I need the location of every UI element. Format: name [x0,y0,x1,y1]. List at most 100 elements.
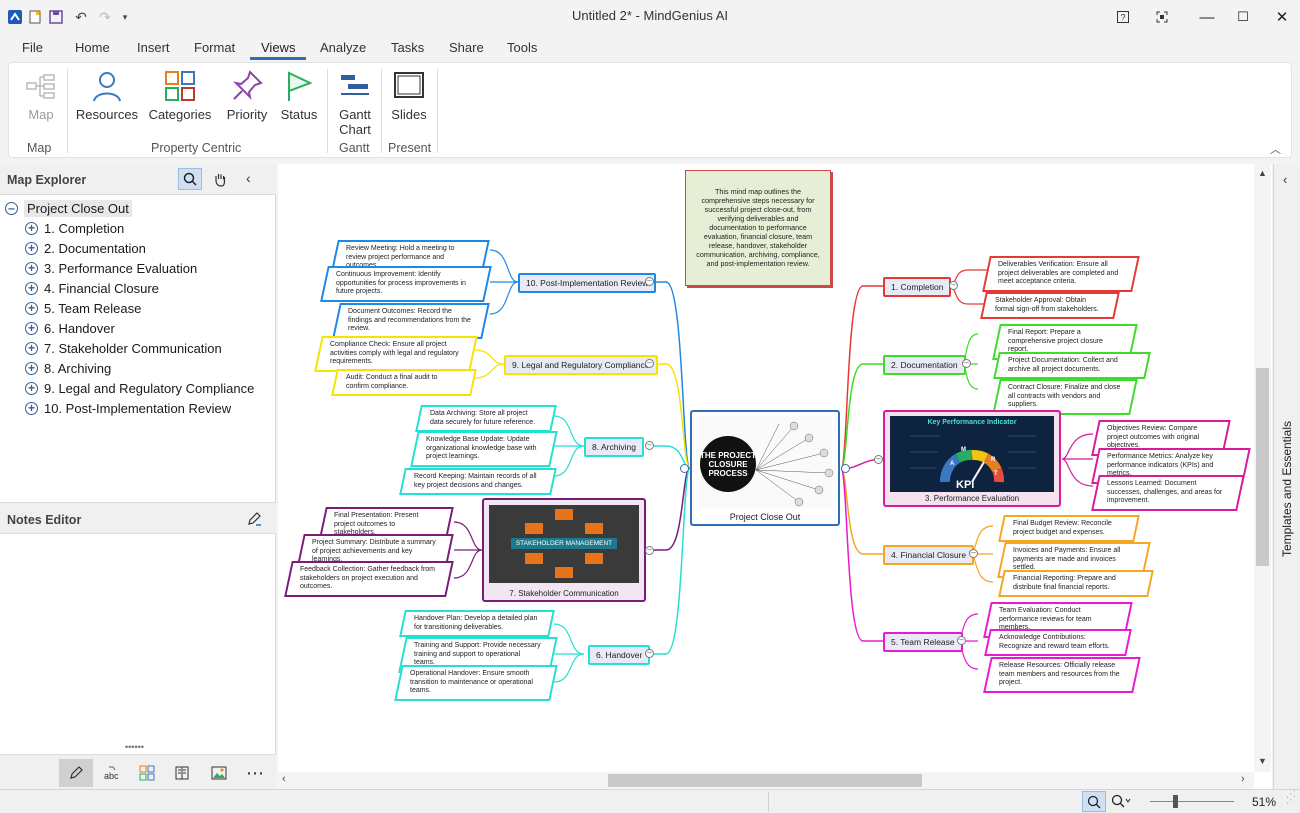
resources-button[interactable]: Resources [75,69,139,139]
expand-plus-icon[interactable]: + [25,221,38,235]
archiving-item[interactable]: Knowledge Base Update: Update organizati… [410,431,558,467]
horizontal-scrollbar[interactable]: ‹ › [278,772,1254,789]
tree-item-team-release[interactable]: +5. Team Release [0,298,276,318]
archiving-item[interactable]: Data Archiving: Store all project data s… [415,405,557,432]
image-icon[interactable] [202,759,236,787]
tree-item-post-implementation-review[interactable]: +10. Post-Implementation Review [0,398,276,418]
tree-root[interactable]: – Project Close Out [0,198,276,218]
tree-item-documentation[interactable]: +2. Documentation [0,238,276,258]
priority-button[interactable]: Priority [223,69,271,139]
map-note[interactable]: This mind map outlines the comprehensive… [685,170,831,286]
branch-financial-closure[interactable]: 4. Financial Closure [883,545,975,565]
spellcheck-icon[interactable]: abc [95,759,129,787]
expand-plus-icon[interactable]: + [25,241,38,255]
tab-insert[interactable]: Insert [137,40,170,55]
grid-view-icon[interactable] [130,759,164,787]
more-options-icon[interactable]: ⋯ [246,762,264,783]
collapse-minus-icon[interactable]: – [645,546,654,555]
vertical-scroll-thumb[interactable] [1256,368,1269,566]
scroll-up-icon[interactable]: ▲ [1258,168,1267,178]
expand-plus-icon[interactable]: + [25,321,38,335]
horizontal-scroll-thumb[interactable] [608,774,922,787]
tree-item-performance-evaluation[interactable]: +3. Performance Evaluation [0,258,276,278]
expand-plus-icon[interactable]: + [25,361,38,375]
collapse-panel-icon[interactable]: ‹ [246,170,251,186]
branch-team-release[interactable]: 5. Team Release [883,632,963,652]
collapse-minus-icon[interactable]: – [957,636,966,645]
branch-legal-compliance[interactable]: 9. Legal and Regulatory Compliance [504,355,658,375]
tab-tasks[interactable]: Tasks [391,40,425,55]
collapse-minus-icon[interactable]: – [874,455,883,464]
tree-item-archiving[interactable]: +8. Archiving [0,358,276,378]
collapse-minus-icon[interactable]: – [645,441,654,450]
collapse-minus-icon[interactable]: – [962,359,971,368]
review-item[interactable]: Continuous Improvement: Identify opportu… [320,266,492,302]
notes-editor-body[interactable] [0,535,276,745]
maximize-button[interactable]: ☐ [1237,9,1249,24]
zoom-slider-thumb[interactable] [1173,795,1178,808]
tab-file[interactable]: File [22,40,43,55]
close-button[interactable]: ✕ [1275,9,1289,26]
templates-panel-strip[interactable]: ‹ Templates and Essentials [1273,164,1300,789]
resize-grip-icon[interactable]: ⋰⋰ [1286,789,1296,806]
tab-views[interactable]: Views [261,40,296,55]
undo-icon[interactable]: ↶ [75,8,87,25]
branch-handover[interactable]: 6. Handover [588,645,651,665]
search-icon[interactable] [178,168,202,190]
status-button[interactable]: Status [279,69,319,139]
tab-tools[interactable]: Tools [507,40,538,55]
collapse-right-icon[interactable] [841,464,850,473]
expand-plus-icon[interactable]: + [25,381,38,395]
pencil-tool-icon[interactable] [59,759,93,787]
tab-share[interactable]: Share [449,40,484,55]
completion-item[interactable]: Stakeholder Approval: Obtain formal sign… [980,292,1120,319]
expand-plus-icon[interactable]: + [25,261,38,275]
collapse-minus-icon[interactable]: – [949,281,958,290]
help-icon[interactable]: ? [1112,6,1134,28]
templates-essentials-label[interactable]: Templates and Essentials [1280,420,1294,558]
team-item[interactable]: Acknowledge Contributions: Recognize and… [984,629,1132,656]
collapse-minus-icon[interactable]: – [5,201,18,215]
branch-post-implementation-review[interactable]: 10. Post-Implementation Review [518,273,657,293]
edit-pencil-icon[interactable] [246,511,262,532]
tab-analyze[interactable]: Analyze [320,40,367,55]
legal-item[interactable]: Compliance Check: Ensure all project act… [314,336,478,372]
collapse-minus-icon[interactable]: – [645,649,654,658]
expand-plus-icon[interactable]: + [25,401,38,415]
stakeholder-item[interactable]: Feedback Collection: Gather feedback fro… [284,561,454,597]
legal-item[interactable]: Audit: Conduct a final audit to confirm … [331,369,477,396]
expand-panel-icon[interactable]: ‹ [1283,172,1288,187]
documentation-item[interactable]: Project Documentation: Collect and archi… [993,352,1151,379]
team-item[interactable]: Release Resources: Officially release te… [983,657,1141,693]
archiving-item[interactable]: Record Keeping: Maintain records of all … [399,468,557,495]
branch-archiving[interactable]: 8. Archiving [584,437,644,457]
zoom-fit-icon[interactable] [1082,791,1106,812]
hand-pan-icon[interactable] [210,169,230,189]
vertical-scrollbar[interactable]: ▲ ▼ [1254,164,1271,772]
tree-item-financial-closure[interactable]: +4. Financial Closure [0,278,276,298]
performance-item[interactable]: Lessons Learned: Document successes, cha… [1091,475,1245,511]
review-item[interactable]: Document Outcomes: Record the findings a… [332,303,490,339]
handover-item[interactable]: Operational Handover: Ensure smooth tran… [394,665,558,701]
expand-plus-icon[interactable]: + [25,341,38,355]
categories-button[interactable]: Categories [147,69,213,139]
save-icon[interactable] [47,8,65,26]
tab-home[interactable]: Home [75,40,110,55]
financial-item[interactable]: Final Budget Review: Reconcile project b… [998,515,1140,542]
mindmap-canvas[interactable]: This mind map outlines the comprehensive… [278,164,1272,789]
financial-item[interactable]: Financial Reporting: Prepare and distrib… [998,570,1154,597]
handover-item[interactable]: Handover Plan: Develop a detailed plan f… [399,610,555,637]
book-icon[interactable] [165,759,199,787]
tab-format[interactable]: Format [194,40,236,55]
branch-documentation[interactable]: 2. Documentation [883,355,966,375]
scroll-down-icon[interactable]: ▼ [1258,756,1267,766]
minimize-button[interactable]: — [1199,8,1215,26]
central-node[interactable]: THE PROJECT CLOSURE PROCESS Project Clos… [690,410,840,526]
quick-access-dropdown-icon[interactable]: ▾ [122,11,128,22]
collapse-minus-icon[interactable]: – [645,359,654,368]
tree-item-legal-compliance[interactable]: +9. Legal and Regulatory Compliance [0,378,276,398]
tree-item-stakeholder-communication[interactable]: +7. Stakeholder Communication [0,338,276,358]
map-view-button[interactable]: Map [23,69,59,139]
scroll-right-icon[interactable]: › [1241,773,1245,785]
